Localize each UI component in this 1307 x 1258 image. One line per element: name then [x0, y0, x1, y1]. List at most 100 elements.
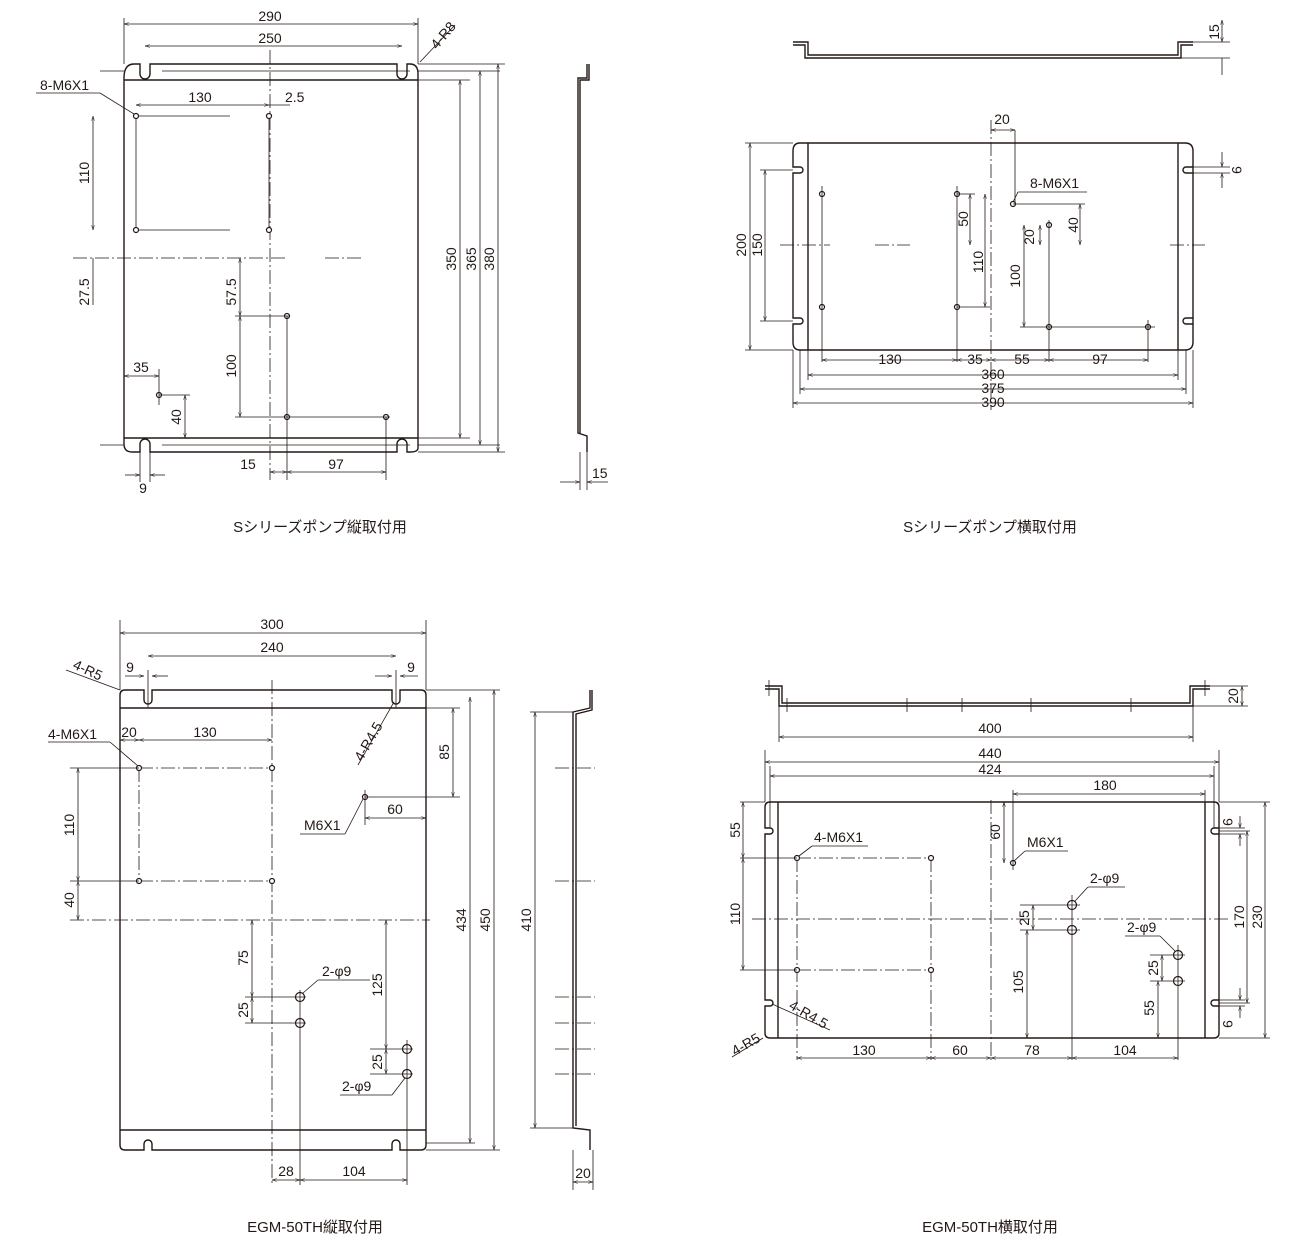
dim-label: 110 — [727, 903, 743, 926]
mounting-holes — [132, 112, 390, 421]
dim-label: 290 — [258, 8, 282, 24]
dim-label: 230 — [1249, 905, 1265, 929]
hole-callout: 8-M6X1 — [1030, 175, 1079, 191]
dim-label: 350 — [443, 247, 459, 271]
dim-label: 240 — [260, 639, 284, 655]
dim-label: 55 — [1014, 351, 1030, 367]
dim-label: 170 — [1231, 905, 1247, 929]
hole-callout: 2-φ9 — [1127, 919, 1157, 935]
drawing-s-series-horizontal: 15 20 8-M6X1 9 200 150 50 110 20 40 100 … — [733, 20, 1245, 536]
dim-label: 110 — [970, 251, 986, 274]
side-view — [793, 41, 1193, 59]
dim-label: 35 — [133, 359, 149, 375]
hole-callout: M6X1 — [304, 817, 341, 833]
dim-label: 15 — [1206, 24, 1222, 40]
dim-label: 100 — [1007, 264, 1023, 288]
dim-label: 9 — [126, 659, 134, 675]
side-view — [572, 690, 593, 1150]
dim-label: 25 — [235, 1002, 251, 1018]
dim-label: 375 — [981, 380, 1005, 396]
radius-label: 4-R5 — [71, 656, 105, 683]
dim-label: 40 — [1065, 217, 1081, 233]
dim-label: 25 — [1145, 960, 1161, 976]
dim-label: 25 — [369, 1054, 385, 1070]
plate-outline — [119, 689, 427, 1151]
dim-label: 424 — [978, 761, 1002, 777]
dim-label: 130 — [878, 351, 902, 367]
dim-label: 15 — [240, 456, 256, 472]
dim-label: 105 — [1010, 970, 1026, 994]
drawing-caption: Sシリーズポンプ縦取付用 — [233, 519, 407, 536]
dim-label: 9 — [1220, 818, 1236, 826]
hole-callout: 8-M6X1 — [40, 77, 89, 93]
hole-callout: M6X1 — [1027, 834, 1064, 850]
drawing-caption: EGM-50TH縦取付用 — [247, 1219, 383, 1236]
radius-label: 4-R8 — [427, 18, 459, 52]
dim-label: 130 — [188, 89, 212, 105]
dim-label: 60 — [387, 801, 403, 817]
dim-label: 28 — [278, 1163, 294, 1179]
dim-label: 9 — [1229, 166, 1245, 174]
dim-label: 400 — [978, 720, 1002, 736]
hole-callout: 2-φ9 — [342, 1078, 372, 1094]
dim-label: 440 — [978, 745, 1002, 761]
dim-label: 450 — [477, 908, 493, 932]
dim-label: 75 — [235, 950, 251, 966]
dim-label: 390 — [981, 394, 1005, 410]
dim-label: 125 — [369, 973, 385, 997]
dim-label: 60 — [952, 1042, 968, 1058]
dim-label: 130 — [193, 724, 217, 740]
dim-label: 9 — [407, 659, 415, 675]
drawing-caption: EGM-50TH横取付用 — [922, 1219, 1058, 1236]
dim-label: 55 — [727, 822, 743, 838]
dim-label: 20 — [121, 724, 137, 740]
dim-label: 300 — [260, 616, 284, 632]
dim-label: 180 — [1093, 777, 1117, 793]
drawing-egm50th-vertical: 300 240 4-R5 9 9 4-M6X1 20 130 4-R4.5 85… — [48, 616, 595, 1236]
dim-label: 97 — [328, 456, 344, 472]
hole-callout: 4-M6X1 — [48, 726, 97, 742]
dim-label: 20 — [575, 1165, 591, 1181]
dim-label: 57.5 — [223, 278, 239, 305]
dim-label: 110 — [76, 162, 92, 185]
dim-label: 40 — [168, 409, 184, 425]
dim-label: 360 — [981, 366, 1005, 382]
dim-label: 104 — [1113, 1042, 1137, 1058]
dim-label: 20 — [1225, 688, 1241, 704]
hole-callout: 4-M6X1 — [814, 829, 863, 845]
plate-outline — [764, 801, 1220, 1039]
side-view — [765, 685, 1210, 707]
dim-label: 15 — [592, 465, 608, 481]
side-view — [577, 64, 588, 452]
dim-label: 250 — [258, 30, 282, 46]
dim-label: 55 — [1141, 1000, 1157, 1016]
hole-callout: 2-φ9 — [322, 963, 352, 979]
dim-label: 365 — [463, 247, 479, 271]
plate-outline — [123, 63, 419, 453]
dim-label: 150 — [749, 233, 765, 257]
mounting-holes — [793, 854, 1184, 987]
drawing-s-series-vertical: 290 250 4-R8 8-M6X1 130 2.5 110 27.5 57.… — [36, 8, 608, 536]
drawing-egm50th-horizontal: 20 400 440 424 180 55 4-M6X1 60 M6X1 9 2… — [727, 680, 1270, 1236]
dim-label: 27.5 — [76, 278, 92, 305]
dim-label: 434 — [453, 908, 469, 932]
dim-label: 9 — [1220, 1020, 1236, 1028]
dim-label: 85 — [436, 744, 452, 760]
dim-label: 40 — [61, 892, 77, 908]
dim-label: 20 — [1021, 229, 1037, 245]
hole-callout: 2-φ9 — [1090, 870, 1120, 886]
dim-label: 9 — [139, 480, 147, 496]
dim-label: 130 — [852, 1042, 876, 1058]
dim-label: 104 — [342, 1163, 366, 1179]
dim-label: 25 — [1016, 910, 1032, 926]
dim-label: 380 — [481, 247, 497, 271]
dim-label: 2.5 — [285, 89, 305, 105]
dim-label: 97 — [1092, 351, 1108, 367]
dim-label: 410 — [518, 908, 534, 932]
plate-outline — [792, 142, 1194, 351]
dim-label: 110 — [61, 814, 77, 837]
radius-label: 4-R4.5 — [351, 719, 386, 764]
dim-label: 200 — [733, 233, 749, 257]
radius-label: 4-R4.5 — [787, 997, 832, 1032]
